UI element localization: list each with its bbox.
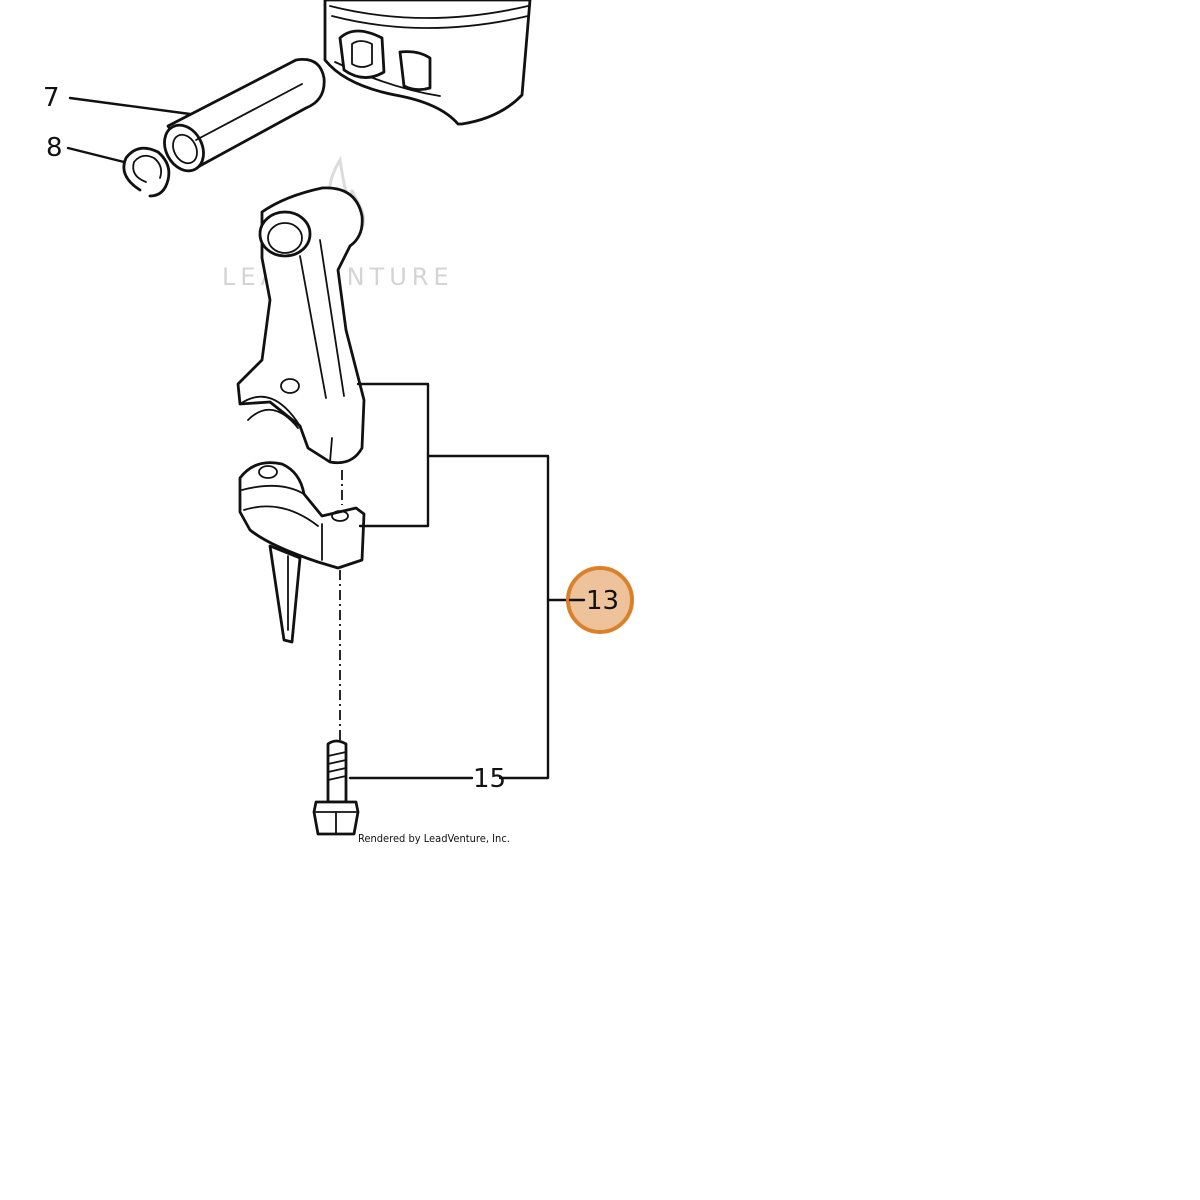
connecting-rod[interactable] bbox=[236, 186, 366, 465]
assembly-bracket bbox=[348, 382, 570, 780]
leader-line-7 bbox=[68, 96, 192, 116]
callout-8[interactable]: 8 bbox=[46, 133, 63, 163]
rod-bolt[interactable] bbox=[312, 739, 360, 836]
callout-7[interactable]: 7 bbox=[43, 83, 60, 113]
rod-cap[interactable] bbox=[238, 461, 366, 644]
render-credit: Rendered by LeadVenture, Inc. bbox=[358, 832, 510, 845]
leader-line-8 bbox=[66, 146, 126, 164]
callout-15[interactable]: 15 bbox=[473, 764, 506, 794]
piston-pin[interactable] bbox=[157, 58, 326, 177]
piston[interactable] bbox=[323, 0, 532, 126]
snap-ring[interactable] bbox=[122, 146, 171, 198]
callout-13[interactable]: 13 bbox=[586, 586, 619, 616]
callout-13-highlight[interactable]: 13 bbox=[566, 566, 634, 634]
